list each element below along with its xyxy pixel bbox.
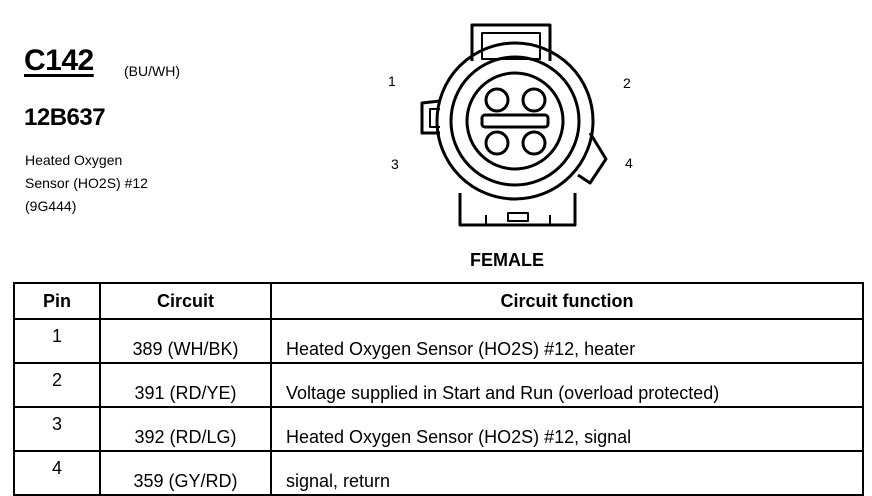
right-latch — [577, 132, 608, 185]
pin-label-3: 3 — [391, 156, 399, 172]
header-circuit: Circuit — [99, 282, 272, 320]
connector-id: C142 — [24, 44, 94, 77]
bottom-feet — [458, 193, 577, 227]
table-row: 2 391 (RD/YE) Voltage supplied in Start … — [13, 362, 864, 408]
header-pin: Pin — [13, 282, 101, 320]
locking-tab — [470, 23, 552, 61]
circuit-cell: 389 (WH/BK) — [99, 318, 272, 364]
circuit-cell: 359 (GY/RD) — [99, 450, 272, 496]
terminal-face — [465, 71, 565, 171]
circuit-function-cell: Heated Oxygen Sensor (HO2S) #12, signal — [270, 406, 864, 452]
component-description-line: Sensor (HO2S) #12 — [25, 175, 148, 191]
header-circuit-function: Circuit function — [270, 282, 864, 320]
terminal-3 — [484, 130, 510, 156]
pin-cell: 2 — [13, 362, 101, 408]
terminal-1 — [484, 87, 510, 113]
terminal-2 — [521, 87, 547, 113]
left-key — [420, 99, 441, 135]
circuit-function-cell: Voltage supplied in Start and Run (overl… — [270, 362, 864, 408]
circuit-function-cell: signal, return — [270, 450, 864, 496]
center-bar — [480, 113, 550, 129]
circuit-cell: 391 (RD/YE) — [99, 362, 272, 408]
circuit-function-cell: Heated Oxygen Sensor (HO2S) #12, heater — [270, 318, 864, 364]
connector-gender-label: FEMALE — [470, 250, 544, 270]
component-description-line: Heated Oxygen — [25, 152, 123, 168]
pin-cell: 1 — [13, 318, 101, 364]
table-row: 3 392 (RD/LG) Heated Oxygen Sensor (HO2S… — [13, 406, 864, 452]
pin-label-1: 1 — [388, 73, 396, 89]
pin-cell: 3 — [13, 406, 101, 452]
pin-label-4: 4 — [625, 155, 633, 171]
terminal-4 — [521, 130, 547, 156]
table-header-row: Pin Circuit Circuit function — [13, 282, 864, 320]
connector-face-drawing — [420, 23, 608, 227]
component-description-line: (9G444) — [25, 198, 77, 214]
connector-housing — [435, 41, 595, 201]
pin-label-2: 2 — [623, 75, 631, 91]
pin-cell: 4 — [13, 450, 101, 496]
connector-color-code: (BU/WH) — [124, 63, 180, 79]
table-row: 4 359 (GY/RD) signal, return — [13, 450, 864, 496]
circuit-cell: 392 (RD/LG) — [99, 406, 272, 452]
table-row: 1 389 (WH/BK) Heated Oxygen Sensor (HO2S… — [13, 318, 864, 364]
pinout-table: Pin Circuit Circuit function 1 389 (WH/B… — [13, 282, 864, 496]
part-number: 12B637 — [24, 104, 106, 131]
